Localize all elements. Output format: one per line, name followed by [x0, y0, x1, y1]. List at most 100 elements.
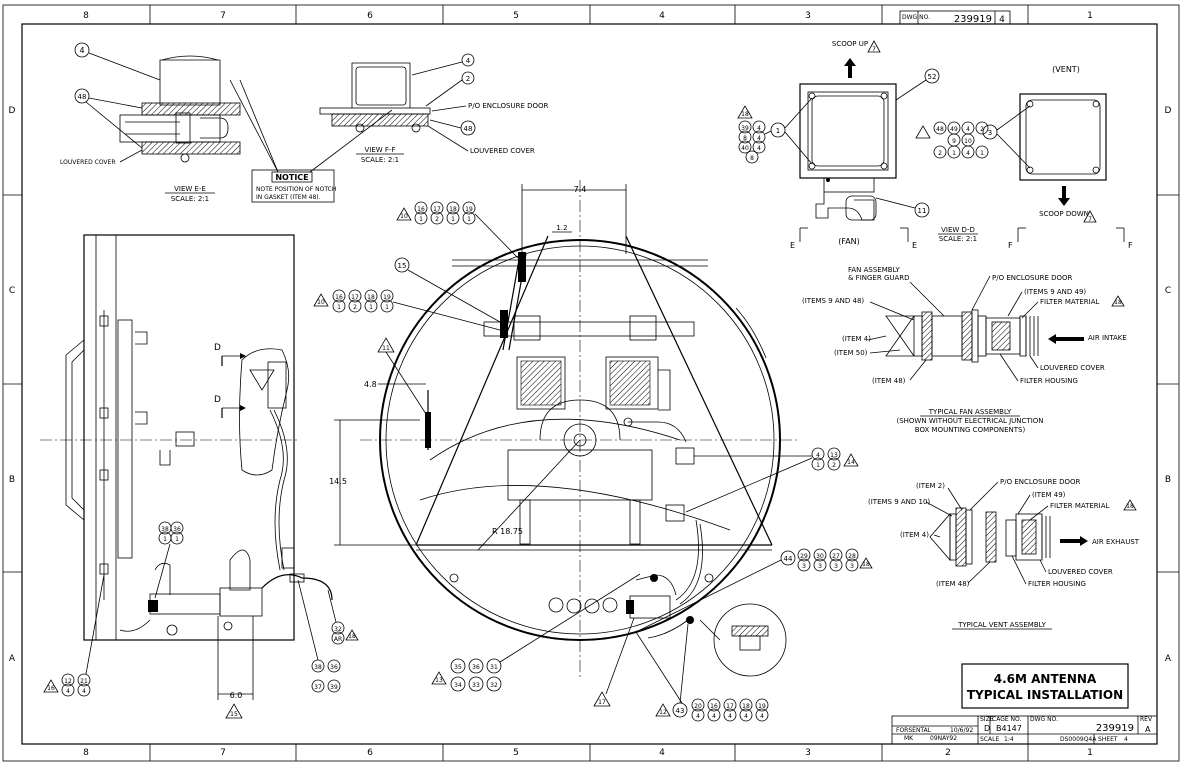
- zone-left-d: D: [9, 106, 16, 116]
- corner-dwg-number: 239919: [954, 14, 992, 25]
- svg-text:4: 4: [466, 57, 471, 65]
- dim-r-18-75: R 18.75: [492, 527, 523, 536]
- dd-scale: SCALE: 2:1: [939, 235, 977, 243]
- svg-text:10: 10: [400, 213, 408, 220]
- fan-filter-housing: FILTER HOUSING: [1020, 377, 1078, 385]
- zone-left-c: C: [9, 286, 15, 296]
- svg-text:8: 8: [743, 135, 747, 142]
- section-e-left: E: [790, 241, 795, 250]
- svg-text:1: 1: [419, 216, 423, 223]
- svg-text:36: 36: [472, 664, 480, 671]
- view-ff: 4 2 P/O ENCLOSURE DOOR 48 LOUVERED COVER…: [319, 53, 549, 164]
- ff-enclosure-door: P/O ENCLOSURE DOOR: [468, 102, 549, 110]
- svg-text:18: 18: [741, 111, 749, 118]
- svg-text:36: 36: [173, 526, 181, 533]
- vent-item-2: (ITEM 2): [916, 482, 945, 490]
- svg-text:12: 12: [64, 678, 72, 685]
- flag-15: 15: [225, 703, 243, 719]
- svg-text:17: 17: [433, 206, 441, 213]
- approval1-date: 10/6/92: [950, 727, 973, 734]
- sheet-value: 4: [1124, 736, 1128, 743]
- svg-text:7: 7: [872, 46, 876, 53]
- svg-text:16: 16: [710, 703, 718, 710]
- svg-text:3: 3: [818, 563, 822, 570]
- svg-text:11: 11: [918, 207, 927, 215]
- callout-4-ee: 4: [74, 42, 161, 81]
- svg-text:28: 28: [848, 553, 856, 560]
- callout-1: 1: [770, 97, 813, 165]
- rev-label: REV: [1140, 716, 1153, 723]
- zone-bottom-6: 6: [367, 748, 373, 758]
- corner-number-block: DWG NO. 239919 4: [899, 10, 1011, 25]
- callout-11: 11: [875, 197, 930, 218]
- svg-text:4: 4: [728, 713, 732, 720]
- fan-asm-subtitle-2: BOX MOUNTING COMPONENTS): [915, 426, 1026, 434]
- svg-text:49: 49: [950, 126, 958, 133]
- svg-text:30: 30: [816, 553, 824, 560]
- fan-louvered-cover: LOUVERED COVER: [1040, 364, 1105, 372]
- svg-text:1: 1: [337, 304, 341, 311]
- svg-text:4: 4: [760, 713, 764, 720]
- fan-item-48: (ITEM 48): [872, 377, 906, 385]
- title-box: 4.6M ANTENNA TYPICAL INSTALLATION: [961, 663, 1129, 709]
- title-block: FORSENTAL 10/6/92 MK 09NAY92 SIZE D CAGE…: [891, 715, 1158, 745]
- vent-filter-housing: FILTER HOUSING: [1028, 580, 1086, 588]
- svg-text:15: 15: [398, 262, 407, 270]
- ee-scale: SCALE: 2:1: [171, 195, 209, 203]
- stack-38-36-lower: 38 36 37 39: [297, 579, 341, 693]
- svg-text:32: 32: [334, 626, 342, 633]
- dim-4-8: 4.8: [364, 380, 377, 389]
- fan-label: (FAN): [838, 237, 860, 246]
- stack-44-lower-right: 44 29 30 27 28 3 3 3 3 18: [639, 548, 873, 631]
- stack-32-ar: 32 AR 18: [327, 589, 359, 645]
- callout-52: 52: [895, 68, 940, 101]
- svg-text:33: 33: [472, 682, 480, 689]
- dd-fan-stack: 18 39 4 8 4 40 4 8: [737, 105, 772, 164]
- zone-right-b: B: [1165, 475, 1171, 485]
- scale-value: 1:4: [1004, 736, 1014, 743]
- vent-label: (VENT): [1052, 65, 1080, 74]
- fan-asm-label-1: FAN ASSEMBLY: [848, 266, 901, 274]
- typical-fan-assembly: FAN ASSEMBLY & FINGER GUARD P/O ENCLOSUR…: [802, 266, 1127, 434]
- side-view: D D 6.0 15 38 36 1 1: [40, 234, 359, 719]
- svg-text:10: 10: [964, 138, 972, 145]
- size-value: D: [984, 724, 990, 733]
- zone-top-1: 1: [1087, 11, 1093, 21]
- notice-box: NOTICE NOTE POSITION OF NOTCH IN GASKET …: [251, 109, 393, 203]
- front-view: 7.4 1.2 4.8 14.5 R 18.75: [329, 180, 800, 680]
- fan-items-9-48: (ITEMS 9 AND 48): [802, 297, 864, 305]
- svg-text:4: 4: [744, 713, 748, 720]
- section-d-upper: D: [214, 343, 246, 366]
- svg-text:1: 1: [369, 304, 373, 311]
- callout-48-ff: 48: [429, 119, 476, 136]
- stack-35-32-bottom: 13 35 36 31 34 33 32: [431, 573, 641, 692]
- zone-top-3: 3: [805, 11, 811, 21]
- corner-sheet-number: 4: [999, 15, 1005, 25]
- svg-text:31: 31: [490, 664, 498, 671]
- svg-text:2: 2: [353, 304, 357, 311]
- svg-text:39: 39: [741, 125, 749, 132]
- svg-text:4: 4: [79, 46, 84, 55]
- vent-filter-material: FILTER MATERIAL: [1050, 502, 1110, 510]
- title-line-1: 4.6M ANTENNA: [994, 672, 1097, 686]
- flag-11: 11: [377, 337, 427, 415]
- rev-value: A: [1145, 725, 1151, 734]
- svg-text:18: 18: [449, 206, 457, 213]
- svg-text:38: 38: [161, 526, 169, 533]
- svg-text:29: 29: [800, 553, 808, 560]
- svg-text:9: 9: [952, 138, 956, 145]
- corner-dwg-label: DWG NO.: [902, 14, 930, 21]
- fan-air-intake: AIR INTAKE: [1088, 334, 1127, 342]
- zone-top-4: 4: [659, 11, 665, 21]
- svg-text:3: 3: [850, 563, 854, 570]
- svg-text:4: 4: [696, 713, 700, 720]
- svg-text:3: 3: [834, 563, 838, 570]
- svg-text:8: 8: [750, 155, 754, 162]
- svg-text:D: D: [214, 343, 221, 353]
- svg-text:4: 4: [66, 688, 70, 695]
- zone-bottom-8: 8: [83, 748, 89, 758]
- stack-38-36-upper: 38 36 1 1: [154, 521, 184, 599]
- section-e-right: E: [912, 241, 917, 250]
- cage-label: CAGE NO.: [992, 716, 1022, 723]
- scoop-up-label: SCOOP UP: [832, 40, 868, 48]
